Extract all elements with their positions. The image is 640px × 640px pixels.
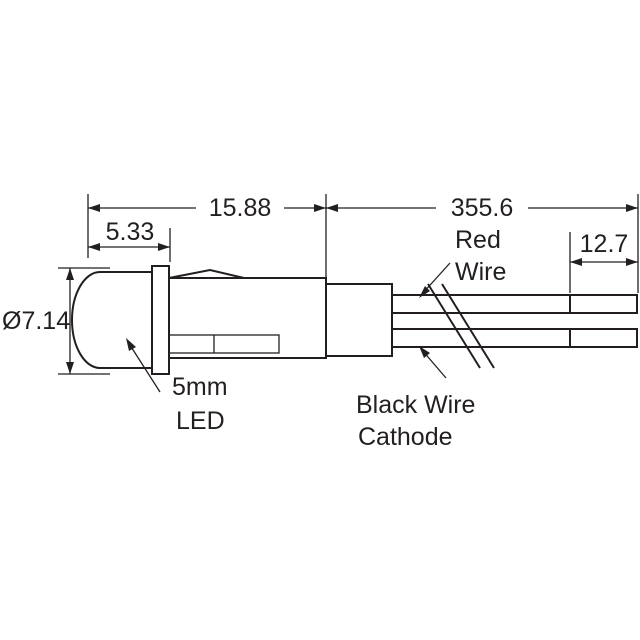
arrowhead	[419, 346, 430, 358]
red-wire	[391, 294, 638, 314]
wire-break-line-2	[441, 283, 495, 369]
led-label-line2: LED	[176, 407, 225, 435]
led-label-line1: 5mm	[172, 373, 228, 401]
housing-tab	[168, 268, 245, 279]
rear-boot	[325, 283, 393, 357]
dim-wire-length: 355.6	[326, 194, 638, 222]
black-wire-label-line2: Cathode	[358, 423, 453, 451]
leader-line	[127, 341, 161, 393]
led-lens	[71, 271, 152, 369]
black-wire	[391, 328, 638, 348]
arrowhead	[314, 204, 326, 212]
callout-led: 5mm LED	[126, 338, 228, 435]
arrowhead	[66, 362, 74, 374]
diameter-label-bg	[2, 308, 68, 334]
wire-break-line-1	[427, 283, 481, 369]
red-wire-label-line2: Wire	[455, 258, 506, 286]
dim-wire-length-label: 355.6	[451, 194, 514, 222]
led-housing	[168, 277, 327, 359]
dim-lens-length: 5.33	[88, 218, 170, 251]
dim-diameter: Ø7.14	[2, 268, 74, 374]
red-wire-label-line1: Red	[455, 226, 501, 254]
callout-black-wire: Black Wire Cathode	[356, 346, 475, 451]
dim-diameter-label: Ø7.14	[2, 307, 70, 335]
arrowhead	[326, 204, 338, 212]
arrowhead	[126, 338, 136, 351]
arrowhead	[419, 286, 430, 298]
arrowhead	[158, 243, 170, 251]
callout-red-wire: Red Wire	[419, 226, 506, 298]
arrowhead	[88, 204, 100, 212]
arrowhead	[626, 204, 638, 212]
black-wire-label-line1: Black Wire	[356, 391, 475, 419]
housing-slot	[168, 334, 280, 354]
dim-total-body-label: 15.88	[209, 194, 272, 222]
arrowhead	[626, 258, 638, 266]
arrowhead	[570, 258, 582, 266]
dim-stripped-end-label: 12.7	[580, 230, 629, 258]
arrowhead	[66, 268, 74, 280]
dim-total-body: 15.88	[88, 194, 326, 222]
wires	[391, 283, 638, 369]
led-flange	[151, 265, 170, 375]
dim-lens-length-label: 5.33	[106, 218, 155, 246]
dim-stripped-end: 12.7	[570, 230, 638, 266]
arrowhead	[88, 243, 100, 251]
led-part	[71, 265, 393, 375]
